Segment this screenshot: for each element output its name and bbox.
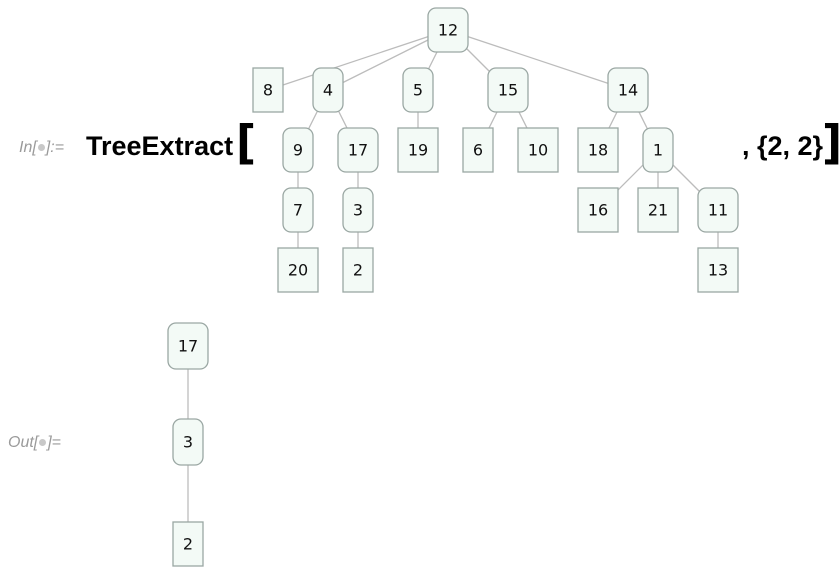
tree-node-12[interactable]: 12 xyxy=(427,7,469,53)
svg-text:14: 14 xyxy=(618,81,638,100)
svg-text:7: 7 xyxy=(293,201,303,220)
svg-text:12: 12 xyxy=(438,21,458,40)
open-bracket: [ xyxy=(236,116,257,171)
output-leaf-2[interactable]: 2 xyxy=(172,521,204,567)
svg-text:19: 19 xyxy=(408,141,428,160)
svg-text:8: 8 xyxy=(263,81,273,100)
svg-text:4: 4 xyxy=(323,81,333,100)
tree-node-1[interactable]: 1 xyxy=(642,127,674,173)
output-node-17[interactable]: 17 xyxy=(167,322,209,370)
svg-text:21: 21 xyxy=(648,201,668,220)
tree-leaf-6[interactable]: 6 xyxy=(462,127,494,173)
svg-text:3: 3 xyxy=(183,433,193,452)
tree-node-5[interactable]: 5 xyxy=(402,67,434,113)
svg-text:1: 1 xyxy=(653,141,663,160)
tree-node-14[interactable]: 14 xyxy=(607,67,649,113)
arguments-suffix: , {2, 2} xyxy=(742,131,824,161)
tree-node-4[interactable]: 4 xyxy=(312,67,344,113)
tree-leaf-10[interactable]: 10 xyxy=(517,127,559,173)
tree-node-3[interactable]: 3 xyxy=(342,187,374,233)
tree-leaf-20[interactable]: 20 xyxy=(277,247,319,293)
tree-leaf-21[interactable]: 21 xyxy=(637,187,679,233)
svg-text:2: 2 xyxy=(183,535,193,554)
function-name: TreeExtract xyxy=(86,131,234,161)
close-bracket: ] xyxy=(822,120,840,167)
tree-node-11[interactable]: 11 xyxy=(697,187,739,233)
svg-text:17: 17 xyxy=(178,337,198,356)
svg-text:5: 5 xyxy=(413,81,423,100)
tree-node-17[interactable]: 17 xyxy=(337,127,379,173)
tree-leaf-2[interactable]: 2 xyxy=(342,247,374,293)
tree-node-9[interactable]: 9 xyxy=(282,127,314,173)
input-label: In[]:= xyxy=(19,139,65,156)
output-node-3[interactable]: 3 xyxy=(172,418,204,466)
svg-text:2: 2 xyxy=(353,261,363,280)
output-label: Out[]= xyxy=(8,434,62,451)
tree-leaf-18[interactable]: 18 xyxy=(577,127,619,173)
svg-text:3: 3 xyxy=(353,201,363,220)
tree-node-7[interactable]: 7 xyxy=(282,187,314,233)
svg-text:10: 10 xyxy=(528,141,548,160)
svg-text:20: 20 xyxy=(288,261,308,280)
tree-leaf-16[interactable]: 16 xyxy=(577,187,619,233)
tree-leaf-13[interactable]: 13 xyxy=(697,247,739,293)
svg-text:18: 18 xyxy=(588,141,608,160)
svg-text:9: 9 xyxy=(293,141,303,160)
svg-text:17: 17 xyxy=(348,141,368,160)
tree-leaf-19[interactable]: 19 xyxy=(397,127,439,173)
tree-leaf-8[interactable]: 8 xyxy=(252,67,284,113)
svg-text:16: 16 xyxy=(588,201,608,220)
svg-text:11: 11 xyxy=(708,201,728,220)
svg-text:15: 15 xyxy=(498,81,518,100)
svg-text:6: 6 xyxy=(473,141,483,160)
svg-text:13: 13 xyxy=(708,261,728,280)
tree-node-15[interactable]: 15 xyxy=(487,67,529,113)
